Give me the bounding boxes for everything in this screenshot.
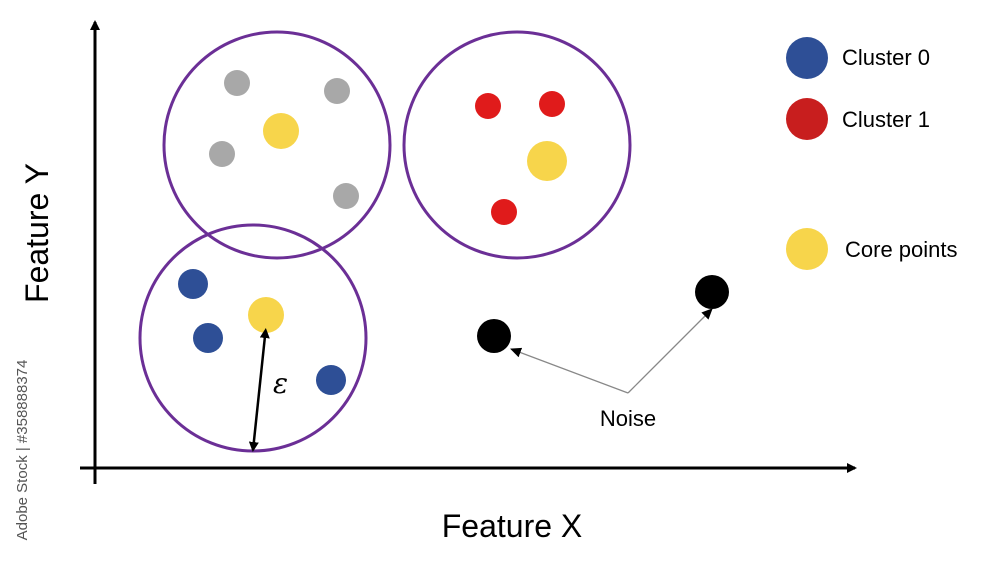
point-blue [193,323,223,353]
legend-label-core-points: Core points [845,237,958,262]
legend-swatch-core-points [786,228,828,270]
noise-arrow [627,308,713,394]
noise-point [695,275,729,309]
point-gray [209,141,235,167]
point-red [491,199,517,225]
watermark-id: Adobe Stock | #358888374 [14,360,31,541]
noise-point [477,319,511,353]
neighborhood-circle-bottom-left [138,223,368,453]
legend-swatch-cluster-1 [786,98,828,140]
legend: Cluster 0 Cluster 1 Core points [786,37,958,270]
legend-label-cluster-0: Cluster 0 [842,45,930,70]
point-red [539,91,565,117]
core-point [263,113,299,149]
point-red [475,93,501,119]
point-gray [224,70,250,96]
point-gray [333,183,359,209]
cluster-1-points [475,91,565,225]
cluster-0-points [178,269,346,395]
legend-label-cluster-1: Cluster 1 [842,107,930,132]
core-point [527,141,567,181]
core-point [248,297,284,333]
x-axis-title: Feature X [442,508,583,544]
epsilon-radius-arrow [248,328,270,452]
noise-arrow [510,347,629,394]
neighborhood-circle-top-right [402,30,632,260]
epsilon-label: ε [273,367,288,400]
y-axis-title: Feature Y [19,163,55,303]
point-gray [324,78,350,104]
noise-label: Noise [600,406,656,431]
neighborhood-circle-top-left [162,30,392,260]
point-blue [316,365,346,395]
point-blue [178,269,208,299]
legend-swatch-cluster-0 [786,37,828,79]
unassigned-points [209,70,359,209]
